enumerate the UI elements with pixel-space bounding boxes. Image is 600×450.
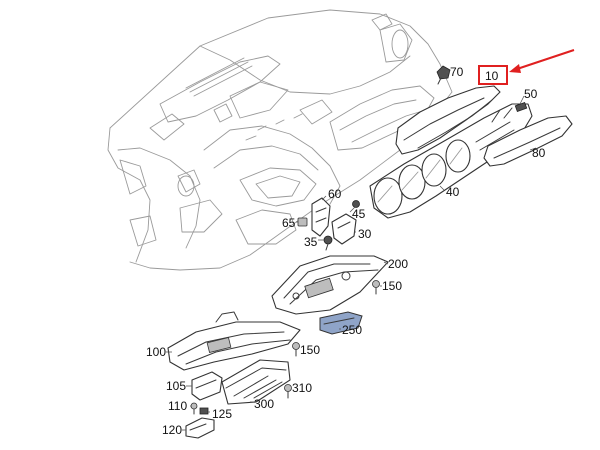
callout-200: 200	[388, 257, 408, 271]
part-40-instrument-cluster	[369, 101, 533, 219]
callout-35: 35	[304, 235, 318, 249]
callout-30: 30	[358, 227, 372, 241]
callout-110: 110	[168, 399, 187, 413]
part-45-screw	[352, 200, 360, 208]
part-250-storage-compartment	[319, 311, 363, 335]
callout-65: 65	[282, 216, 296, 230]
part-105-switch	[191, 371, 223, 401]
callout-100: 100	[146, 345, 166, 359]
callout-70: 70	[450, 65, 464, 79]
part-60-bracket	[311, 197, 331, 237]
highlight-arrow-head	[509, 64, 521, 73]
part-200-carrier-plate	[271, 255, 389, 315]
callout-80: 80	[532, 146, 546, 160]
callout-10: 10	[485, 69, 499, 83]
part-100-lower-bracket	[167, 311, 301, 371]
part-125-clip	[199, 407, 209, 415]
part-30-trim	[331, 213, 357, 245]
callout-120: 120	[162, 423, 182, 437]
callout-labels: 70 50 80 40 60 45 65 30 35 200 150 250 1…	[146, 65, 546, 437]
part-70-screw	[436, 65, 451, 85]
highlight-box	[478, 65, 508, 85]
callout-150-lower: 150	[300, 343, 320, 357]
callout-50: 50	[524, 87, 538, 101]
leader-lines	[166, 71, 537, 431]
dashboard-carrier	[107, 9, 453, 271]
part-65-clip	[297, 217, 308, 227]
callout-250: 250	[342, 323, 362, 337]
callout-45: 45	[352, 207, 366, 221]
callout-300: 300	[254, 397, 274, 411]
part-150-screw-lower	[292, 342, 300, 357]
part-80-cover	[483, 115, 573, 167]
part-110-screw	[190, 402, 198, 415]
part-310-screw	[284, 384, 292, 399]
callout-125: 125	[212, 407, 232, 421]
part-35-screw	[323, 235, 333, 251]
part-300-control-unit	[221, 359, 291, 405]
callout-150-upper: 150	[382, 279, 402, 293]
highlight-callout-10: 10	[478, 49, 575, 85]
part-120-holder	[185, 417, 215, 439]
highlight-arrow	[513, 49, 575, 71]
callout-105: 105	[166, 379, 186, 393]
callout-310: 310	[292, 381, 312, 395]
callout-40: 40	[446, 185, 460, 199]
callout-60: 60	[328, 187, 342, 201]
part-10-display-trim	[395, 85, 501, 155]
part-150-screw-upper	[372, 280, 380, 295]
